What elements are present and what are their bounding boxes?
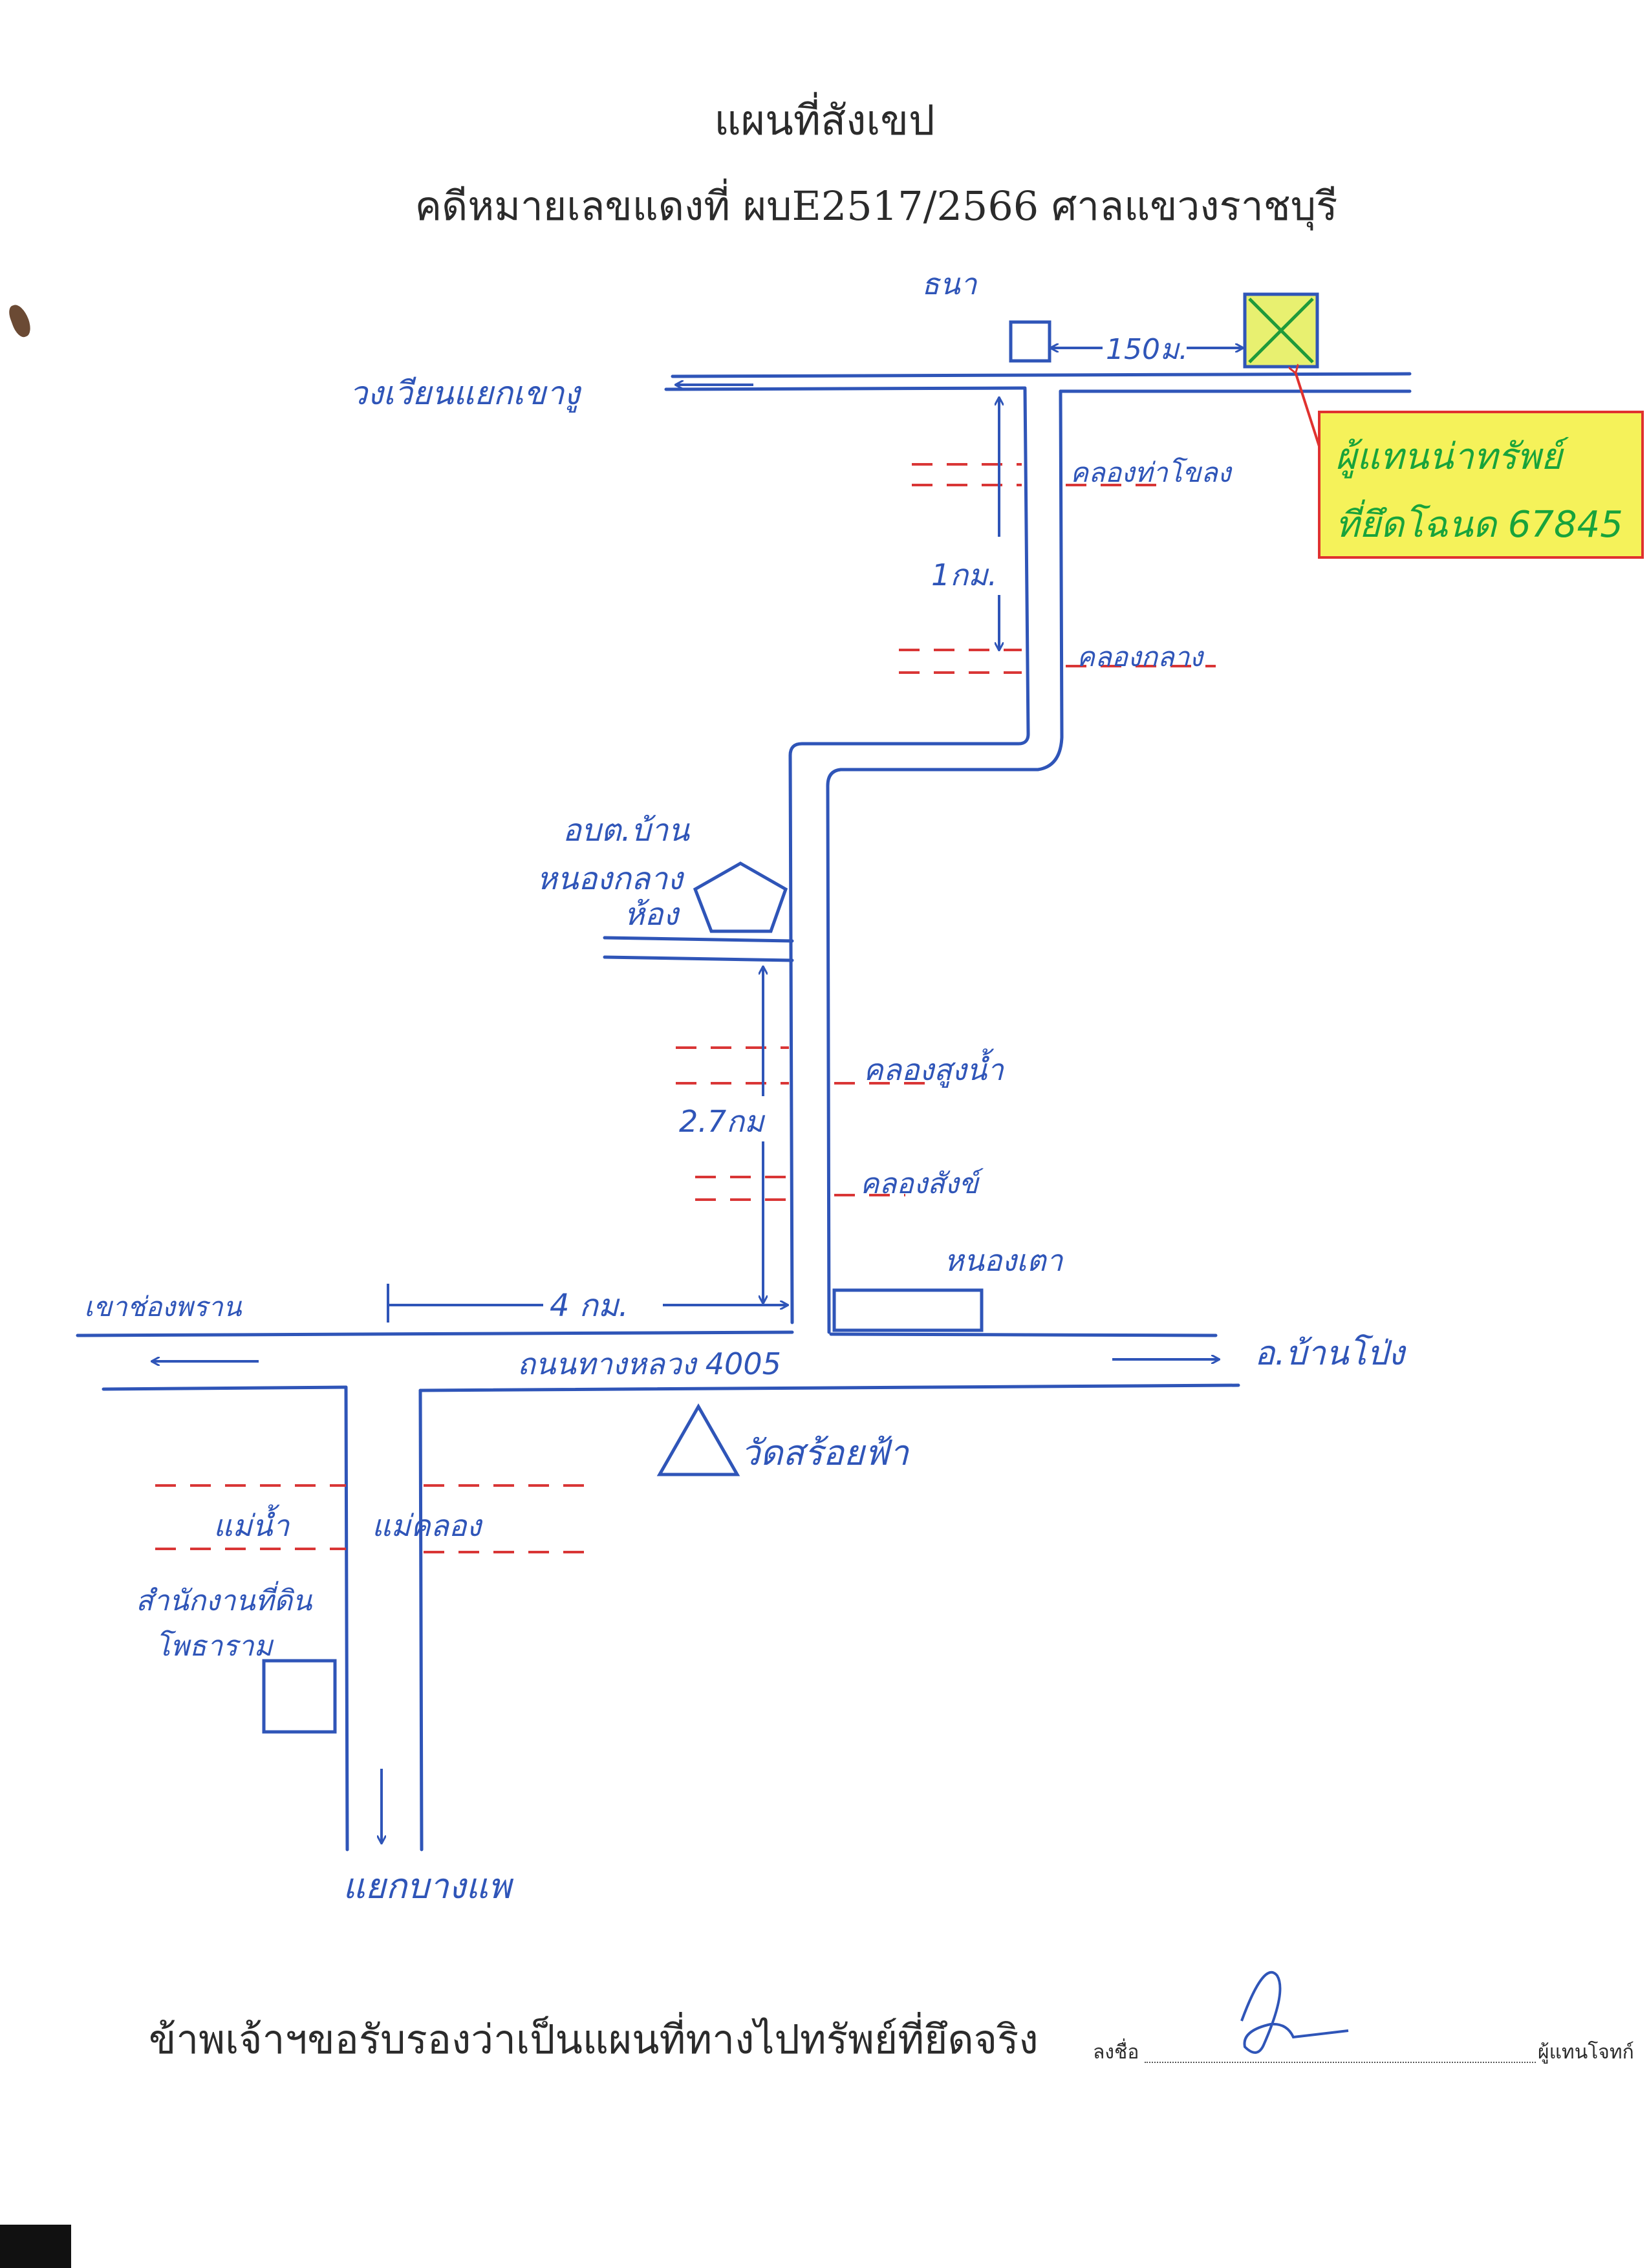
side-road-edge	[603, 936, 794, 962]
land-office-label-1: สำนักงานที่ดิน	[136, 1581, 313, 1617]
land-office-marker	[262, 1659, 337, 1734]
road-network	[76, 372, 1412, 1852]
canal-4-label: คลองสังข์	[860, 1167, 984, 1200]
branch-road-left-edge	[788, 387, 1030, 1324]
certification-text: ข้าพเจ้าฯขอรับรองว่าเป็นแผนที่ทางไปทรัพย…	[149, 2016, 1039, 2063]
canal-2-label: คลองกลาง	[1077, 641, 1204, 673]
tambon-office-label-3: ห้อง	[624, 896, 680, 933]
callout-line-2: ที่ยึดโฉนด 67845	[1335, 499, 1623, 546]
south-road-right-edge	[418, 1388, 424, 1852]
signature-line	[1145, 2062, 1536, 2063]
tambon-office-label-2: หนองกลาง	[537, 861, 685, 897]
east-direction-label: อ.บ้านโป่ง	[1255, 1334, 1406, 1373]
south-direction-label: แยกบางแพ	[343, 1866, 514, 1906]
canal-markers	[155, 463, 1216, 1553]
callout-line-1: ผู้แทนน่าทรัพย์	[1335, 436, 1569, 479]
canal-5-label: แม่น้ำ	[213, 1504, 290, 1543]
nong-kao-marker	[832, 1288, 984, 1332]
top-road-upper-edge	[671, 372, 1412, 378]
canal-1-label: คลองท่าโขลง	[1070, 457, 1233, 488]
property-parcel	[1243, 292, 1319, 369]
highway-upper-edge	[76, 1330, 1218, 1337]
sign-label: ลงชื่อ	[1093, 2041, 1139, 2064]
callout-pointer	[1295, 372, 1320, 447]
nong-kao-label: หนองเตา	[944, 1243, 1064, 1278]
distance-150m-label: 150ม.	[1106, 333, 1188, 366]
land-office-label-2: โพธาราม	[155, 1630, 274, 1663]
shop-marker	[1009, 320, 1051, 363]
distance-2.7km-label: 2.7กม	[679, 1104, 766, 1139]
canal-3-label: คลองสูงน้ำ	[863, 1048, 1005, 1088]
top-road-lower-edge	[664, 386, 1412, 393]
tambon-office-pentagon	[693, 861, 788, 933]
temple-label: วัดสร้อยฟ้า	[740, 1432, 910, 1473]
signer-role: ผู้แทนโจทก์	[1538, 2041, 1634, 2064]
case-subtitle: คดีหมายเลขแดงที่ ผบE2517/2566 ศาลแขวงราช…	[415, 182, 1338, 230]
west-direction-label: เขาช่องพราน	[84, 1291, 242, 1323]
signature-scribble	[1240, 1971, 1349, 2054]
branch-road-right-edge	[826, 389, 1064, 1334]
south-road-left-edge	[344, 1385, 349, 1852]
property-callout: ผู้แทนน่าทรัพย์ ที่ยึดโฉนด 67845	[1318, 411, 1644, 559]
highway-lower-edge	[102, 1383, 1240, 1392]
scan-edge-shadow	[0, 2225, 71, 2268]
temple-triangle	[656, 1403, 740, 1476]
distance-4km-label: 4 กม.	[550, 1288, 629, 1324]
canal-6-label: แม่คลอง	[372, 1508, 484, 1543]
tambon-office-label-1: อบต.บ้าน	[563, 812, 690, 848]
highway-label: ถนนทางหลวง 4005	[517, 1346, 781, 1381]
map-title: แผนที่สังเขป	[714, 97, 935, 145]
shop-label: ธนา	[921, 266, 978, 301]
distance-1km-label: 1กม.	[931, 557, 997, 592]
top-road-label: วงเวียนแยกเขางู	[349, 374, 582, 413]
